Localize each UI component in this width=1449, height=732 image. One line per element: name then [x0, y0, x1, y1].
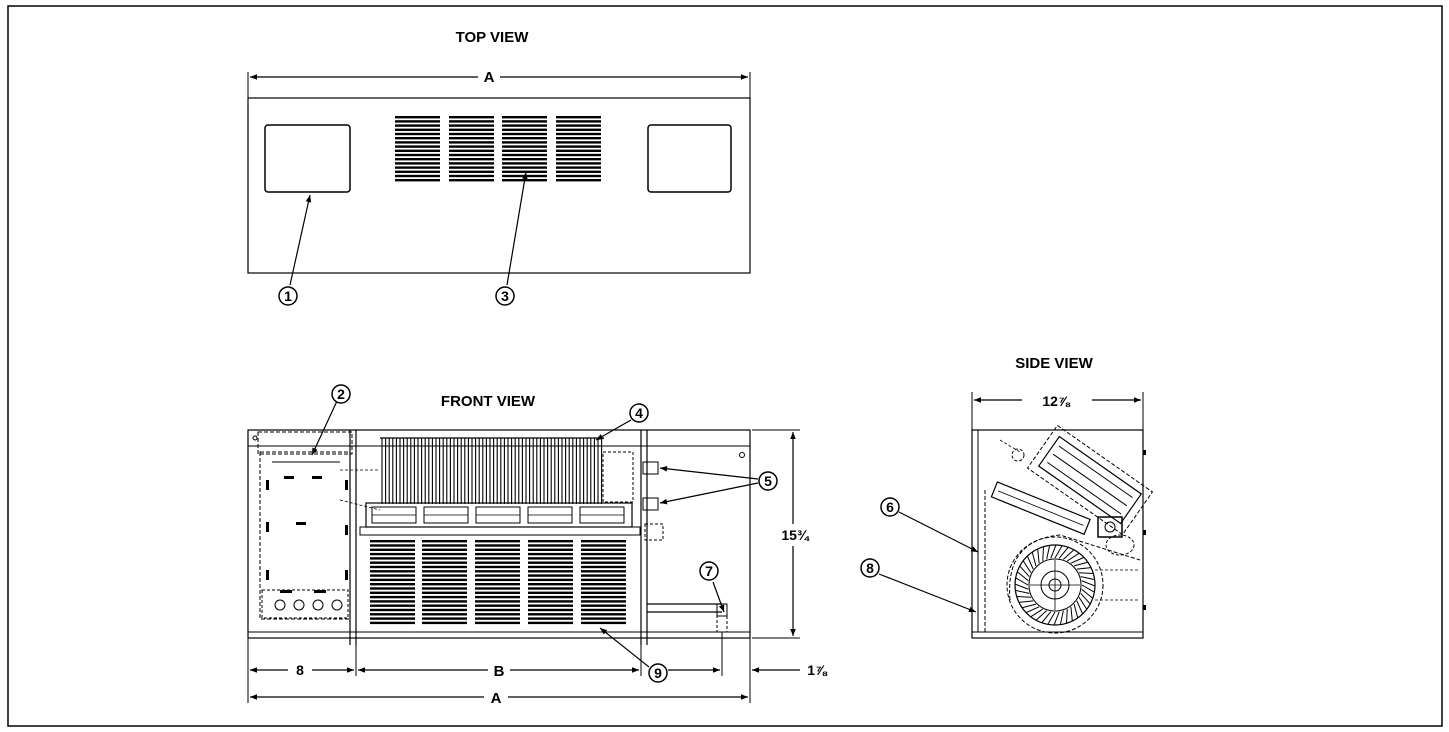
blower-wheel [1006, 534, 1141, 634]
top-grille [395, 116, 601, 182]
callout-7 [699, 561, 719, 581]
callout-6 [880, 497, 900, 517]
callout-label: 7 [705, 563, 713, 579]
drain-pan [990, 481, 1091, 536]
front-view-body [247, 429, 751, 639]
callout-5 [758, 471, 778, 491]
callout-label: 1 [284, 288, 292, 304]
callout-3 [495, 286, 515, 306]
callout-1 [278, 286, 298, 306]
front-view-title: FRONT VIEW [441, 393, 536, 410]
callout-label: 6 [886, 499, 894, 515]
callout-label: 3 [501, 288, 509, 304]
callout-label: 8 [866, 560, 874, 576]
dimension-a-top: A [484, 69, 495, 86]
side-coil [1026, 424, 1154, 536]
dimension-1-7-8: 1⅞ [807, 662, 828, 678]
front-grille [370, 540, 626, 625]
callout-4 [629, 403, 649, 423]
left-opening [264, 124, 351, 193]
right-opening [647, 124, 732, 193]
front-view: FRONT VIEW [247, 384, 828, 707]
control-box [259, 451, 351, 620]
dimension-12-7-8: 12⅞ [1042, 393, 1071, 409]
callout-label: 9 [654, 665, 662, 681]
callout-8 [860, 558, 880, 578]
drawing-border [7, 5, 1443, 727]
callout-9 [648, 663, 668, 683]
coil-fins [380, 437, 604, 504]
dimension-15-3-4: 15¾ [781, 527, 810, 543]
callout-label: 4 [635, 405, 643, 421]
dimension-b: B [494, 663, 505, 680]
dimension-a-bottom: A [491, 690, 502, 707]
callout-2 [331, 384, 351, 404]
callout-label: 5 [764, 473, 772, 489]
callout-label: 2 [337, 386, 345, 402]
dimension-8: 8 [296, 662, 304, 678]
side-view: SIDE VIEW 12⅞ [860, 355, 1154, 639]
side-view-body [971, 429, 1144, 639]
top-view-body [247, 97, 751, 274]
top-view: TOP VIEW A 1 3 [247, 29, 751, 306]
top-view-title: TOP VIEW [456, 29, 530, 46]
side-view-title: SIDE VIEW [1015, 355, 1093, 372]
